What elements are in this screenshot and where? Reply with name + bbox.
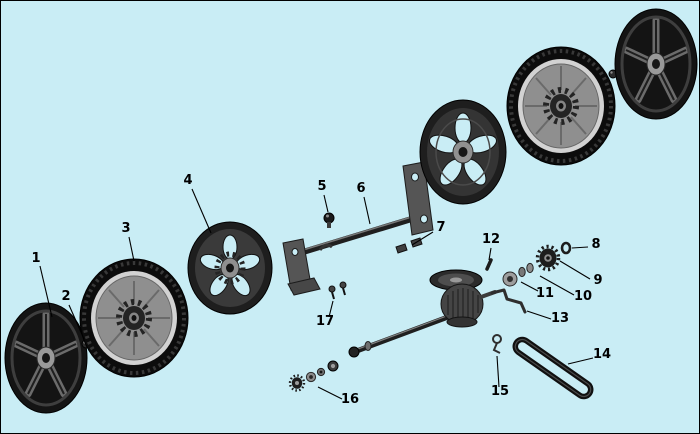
center-sprocket xyxy=(543,87,579,125)
part-number-1: 1 xyxy=(31,251,40,266)
drive-gear-icon xyxy=(535,244,561,272)
leader-line-11 xyxy=(520,281,539,292)
leader-line-12 xyxy=(488,247,492,261)
part-number-8: 8 xyxy=(591,237,600,252)
return-spring-icon xyxy=(492,334,502,354)
rim-ribs xyxy=(525,66,597,145)
leader-line-2 xyxy=(68,304,85,340)
drive-belt-icon xyxy=(512,336,594,400)
rod-clip xyxy=(318,243,333,251)
center-sprocket xyxy=(116,299,152,337)
leader-line-3 xyxy=(128,236,135,262)
part-number-12: 12 xyxy=(482,232,500,247)
leader-line-5 xyxy=(323,194,329,213)
leader-line-16 xyxy=(317,386,343,400)
part-number-7: 7 xyxy=(436,220,445,235)
part-number-17: 17 xyxy=(316,314,334,329)
part-number-6: 6 xyxy=(356,181,365,196)
part-number-5: 5 xyxy=(317,179,326,194)
part-number-13: 13 xyxy=(551,311,569,326)
part-number-15: 15 xyxy=(491,384,509,399)
shift-rod-icon xyxy=(490,288,527,314)
gearbox-ribs xyxy=(447,288,479,322)
leader-line-7 xyxy=(411,231,434,246)
leader-line-6 xyxy=(363,196,371,225)
leader-line-10 xyxy=(539,275,575,296)
ball-stud-icon xyxy=(323,212,335,228)
wheel-tire-right-icon xyxy=(506,46,616,166)
wheel-cover-right-icon xyxy=(614,8,698,120)
part-number-14: 14 xyxy=(593,347,611,362)
axle-bracket-assembly-icon xyxy=(282,161,434,296)
engine-pulley-icon xyxy=(419,99,507,205)
part-number-10: 10 xyxy=(574,289,592,304)
bearing-icon xyxy=(502,271,518,287)
leader-line-8 xyxy=(571,246,589,249)
part-number-2: 2 xyxy=(61,289,70,304)
wheel-cover-left-icon xyxy=(4,302,88,414)
leader-line-17 xyxy=(328,300,334,318)
mounting-screws-icon xyxy=(328,281,347,300)
leader-line-15 xyxy=(496,355,500,388)
part-labels: 1 2 3 4 5 6 7 8 9 10 11 12 13 14 15 16 1… xyxy=(31,173,611,407)
spacers-icon xyxy=(518,262,534,278)
shaft-end xyxy=(348,346,360,358)
part-number-9: 9 xyxy=(593,273,602,288)
gearbox-icon xyxy=(348,269,497,358)
part-number-4: 4 xyxy=(183,173,192,188)
leader-line-13 xyxy=(526,310,552,320)
part-number-16: 16 xyxy=(341,392,359,407)
leader-line-4 xyxy=(191,188,212,234)
part-number-3: 3 xyxy=(121,221,130,236)
drive-disc-icon xyxy=(187,221,273,315)
leader-line-9 xyxy=(559,260,591,280)
leader-line-14 xyxy=(567,357,594,365)
part-number-11: 11 xyxy=(536,286,554,301)
retaining-ring-icon xyxy=(560,241,572,255)
washer-gear-set-icon xyxy=(288,360,339,392)
roll-pin-icon xyxy=(485,258,493,271)
wheel-tire-left-icon xyxy=(79,258,189,378)
leader-line-1 xyxy=(39,265,53,318)
